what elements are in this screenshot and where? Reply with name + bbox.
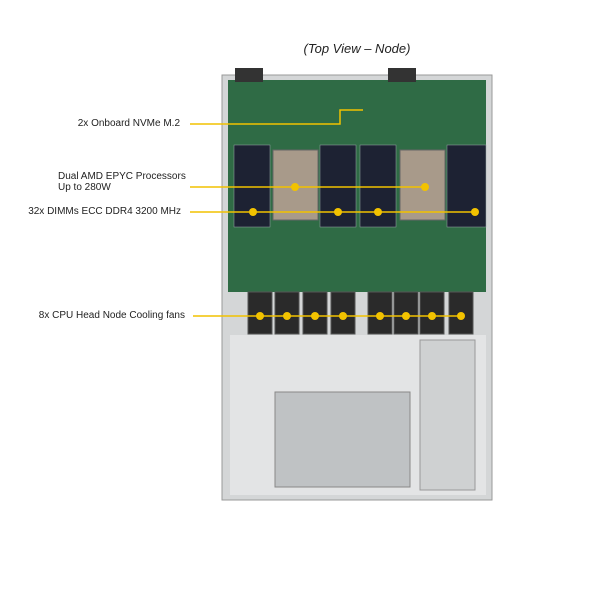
nvme-callout-line — [190, 109, 363, 125]
fan-marker — [428, 312, 436, 320]
air-shroud — [419, 339, 476, 491]
dimm-bank — [446, 144, 487, 228]
fan-marker — [256, 312, 264, 320]
cpu-marker — [291, 183, 299, 191]
dimm-marker — [374, 208, 382, 216]
cpu-label-line1: Dual AMD EPYC Processors — [58, 171, 186, 182]
fan-marker — [376, 312, 384, 320]
nvme-label: 2x Onboard NVMe M.2 — [77, 118, 180, 129]
view-title: (Top View – Node) — [303, 41, 411, 56]
dimm-marker — [249, 208, 257, 216]
fan-marker — [457, 312, 465, 320]
fan-marker — [311, 312, 319, 320]
fan-marker — [283, 312, 291, 320]
cpu-marker — [421, 183, 429, 191]
fan-marker — [339, 312, 347, 320]
fan-marker — [402, 312, 410, 320]
dimm-marker — [471, 208, 479, 216]
connector — [235, 68, 263, 82]
connector — [388, 68, 416, 82]
riser-bracket — [274, 391, 411, 488]
dimm-label: 32x DIMMs ECC DDR4 3200 MHz — [28, 206, 181, 217]
dimm-marker — [334, 208, 342, 216]
cpu-label-line2: Up to 280W — [58, 182, 111, 193]
fan-label: 8x CPU Head Node Cooling fans — [38, 310, 185, 321]
